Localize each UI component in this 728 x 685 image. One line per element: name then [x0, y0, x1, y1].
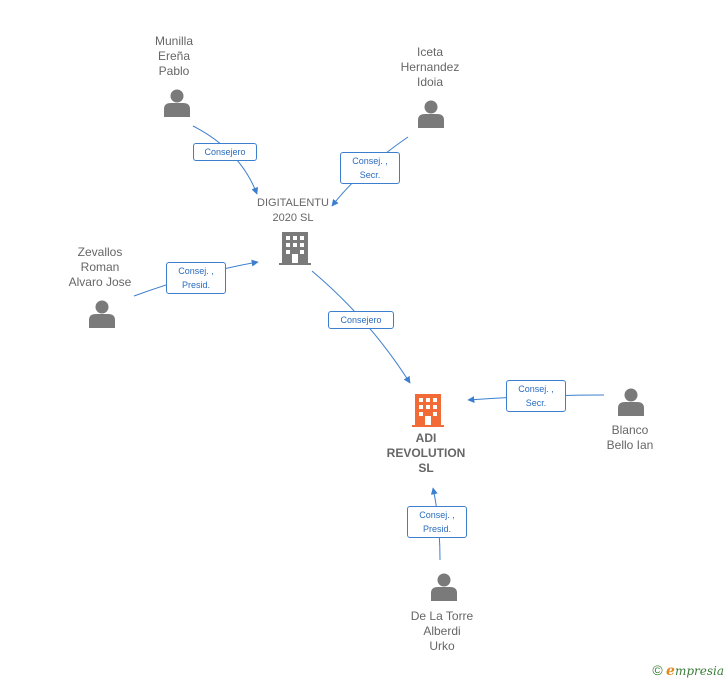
building-icon[interactable]: [412, 394, 444, 427]
node-label-iceta[interactable]: Iceta Hernandez Idoia: [400, 45, 460, 89]
edge-label-digitalentu-adi: Consejero: [328, 311, 394, 329]
node-label-zevallos[interactable]: Zevallos Roman Alvaro Jose: [68, 245, 132, 289]
person-icon[interactable]: [431, 573, 457, 602]
edge-label-munilla-digitalentu: Consejero: [193, 143, 257, 161]
node-label-delatorre[interactable]: De La Torre Alberdi Urko: [410, 609, 474, 653]
node-label-munilla[interactable]: Munilla Ereña Pablo: [154, 34, 193, 78]
person-icon[interactable]: [164, 89, 190, 118]
edge-label-zevallos-digitalentu: Consej. , Presid.: [166, 262, 226, 294]
empresia-logo: © empresia: [652, 662, 724, 679]
node-label-blanco[interactable]: Blanco Bello Ian: [606, 423, 654, 452]
brand-name: mpresia: [674, 664, 724, 678]
node-label-adi[interactable]: ADI REVOLUTION SL: [386, 431, 466, 475]
building-icon[interactable]: [279, 232, 311, 265]
person-icon[interactable]: [418, 100, 444, 129]
edge-label-delatorre-adi: Consej. , Presid.: [407, 506, 467, 538]
edge-label-blanco-adi: Consej. , Secr.: [506, 380, 566, 412]
copyright-icon: ©: [652, 662, 663, 678]
brand-initial: e: [666, 663, 675, 679]
edge-label-iceta-digitalentu: Consej. , Secr.: [340, 152, 400, 184]
person-icon[interactable]: [618, 388, 644, 417]
person-icon[interactable]: [89, 300, 115, 329]
node-label-digitalentu[interactable]: DIGITALENTU 2020 SL: [257, 197, 329, 224]
